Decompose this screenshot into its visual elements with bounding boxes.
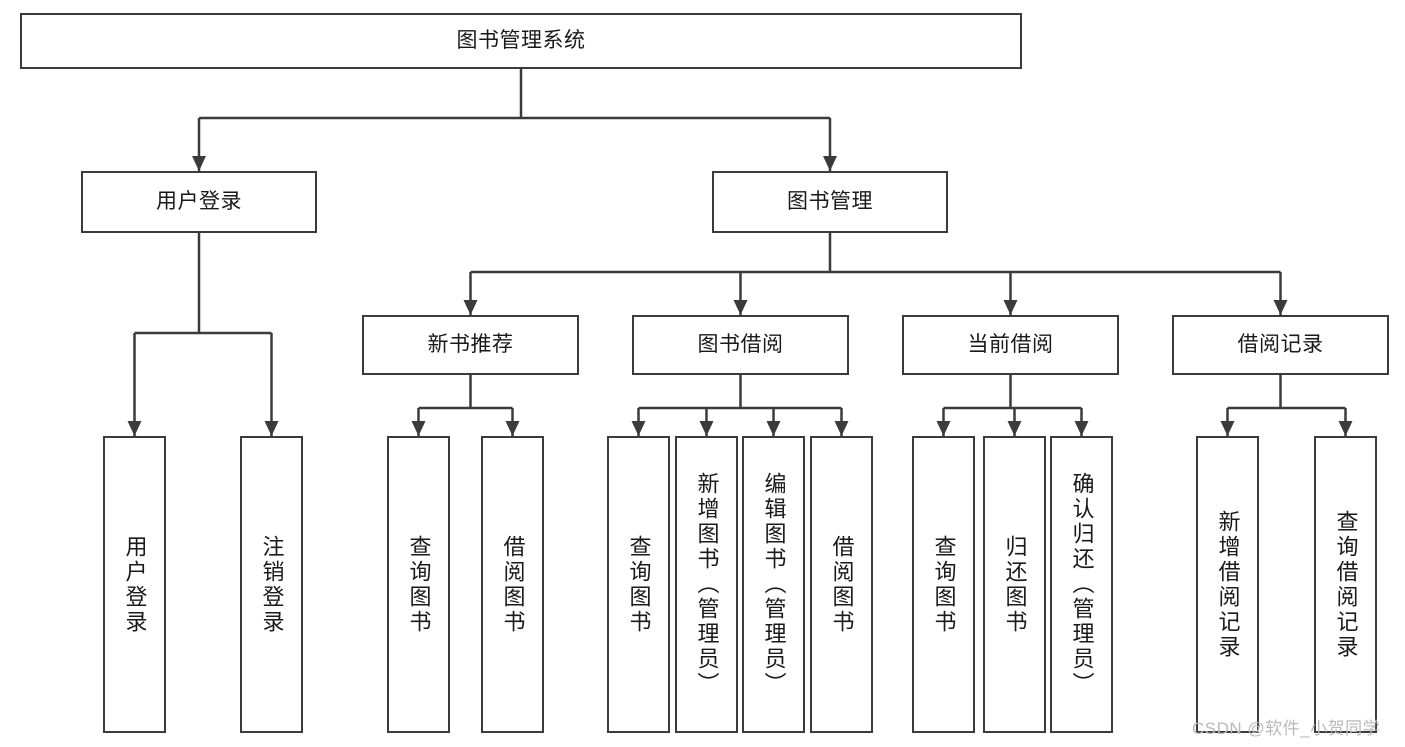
- node-leaf-login-2[interactable]: 注销登录: [240, 436, 303, 733]
- node-label: 图书借阅: [697, 332, 784, 356]
- node-label: 新书推荐: [427, 332, 514, 356]
- arrowhead-icon: [699, 421, 714, 436]
- node-leaf-cur-3[interactable]: 确认归还（管理员）: [1050, 436, 1113, 733]
- node-root[interactable]: 图书管理系统: [20, 13, 1022, 69]
- arrowhead-icon: [631, 421, 646, 436]
- arrowhead-icon: [1273, 300, 1288, 315]
- node-label: 图书管理系统: [456, 28, 586, 52]
- node-label: 编辑图书（管理员）: [761, 472, 787, 697]
- node-label: 新增图书（管理员）: [694, 472, 720, 697]
- node-leaf-login-1[interactable]: 用户登录: [103, 436, 166, 733]
- node-label: 借阅记录: [1237, 332, 1324, 356]
- arrowhead-icon: [411, 421, 426, 436]
- node-label: 注销登录: [259, 534, 285, 635]
- node-borrow[interactable]: 图书借阅: [632, 315, 849, 375]
- node-leaf-borrow-2[interactable]: 新增图书（管理员）: [675, 436, 738, 733]
- node-label: 查询图书: [406, 534, 432, 635]
- node-leaf-rec-2[interactable]: 查询借阅记录: [1314, 436, 1377, 733]
- arrowhead-icon: [192, 156, 206, 171]
- node-leaf-cur-2[interactable]: 归还图书: [983, 436, 1046, 733]
- node-leaf-cur-1[interactable]: 查询图书: [912, 436, 975, 733]
- node-record[interactable]: 借阅记录: [1172, 315, 1389, 375]
- arrowhead-icon: [1003, 300, 1018, 315]
- node-bookmgr[interactable]: 图书管理: [712, 171, 948, 233]
- node-leaf-new-1[interactable]: 查询图书: [387, 436, 450, 733]
- node-label: 用户登录: [122, 534, 148, 635]
- arrowhead-icon: [1220, 421, 1235, 436]
- arrowhead-icon: [463, 300, 478, 315]
- node-current[interactable]: 当前借阅: [902, 315, 1119, 375]
- node-label: 借阅图书: [829, 534, 855, 635]
- arrowhead-icon: [1007, 421, 1022, 436]
- arrowhead-icon: [834, 421, 849, 436]
- arrowhead-icon: [936, 421, 951, 436]
- node-leaf-borrow-1[interactable]: 查询图书: [607, 436, 670, 733]
- node-label: 图书管理: [787, 189, 873, 213]
- node-leaf-borrow-3[interactable]: 编辑图书（管理员）: [742, 436, 805, 733]
- node-label: 确认归还（管理员）: [1069, 472, 1095, 697]
- arrowhead-icon: [505, 421, 520, 436]
- node-label: 查询图书: [931, 534, 957, 635]
- node-leaf-new-2[interactable]: 借阅图书: [481, 436, 544, 733]
- arrowhead-icon: [1338, 421, 1353, 436]
- arrowhead-icon: [127, 421, 142, 436]
- node-label: 用户登录: [156, 189, 242, 213]
- watermark: CSDN @软件_小贺同学: [1192, 719, 1381, 738]
- node-leaf-borrow-4[interactable]: 借阅图书: [810, 436, 873, 733]
- arrowhead-icon: [1074, 421, 1089, 436]
- node-label: 查询图书: [626, 534, 652, 635]
- node-label: 归还图书: [1002, 534, 1028, 635]
- arrowhead-icon: [766, 421, 781, 436]
- arrowhead-icon: [823, 156, 837, 171]
- node-login[interactable]: 用户登录: [81, 171, 317, 233]
- arrowhead-icon: [733, 300, 748, 315]
- node-label: 查询借阅记录: [1333, 509, 1359, 660]
- node-label: 新增借阅记录: [1215, 509, 1241, 660]
- node-label: 借阅图书: [500, 534, 526, 635]
- node-label: 当前借阅: [967, 332, 1054, 356]
- node-leaf-rec-1[interactable]: 新增借阅记录: [1196, 436, 1259, 733]
- arrowhead-icon: [264, 421, 279, 436]
- node-newbook[interactable]: 新书推荐: [362, 315, 579, 375]
